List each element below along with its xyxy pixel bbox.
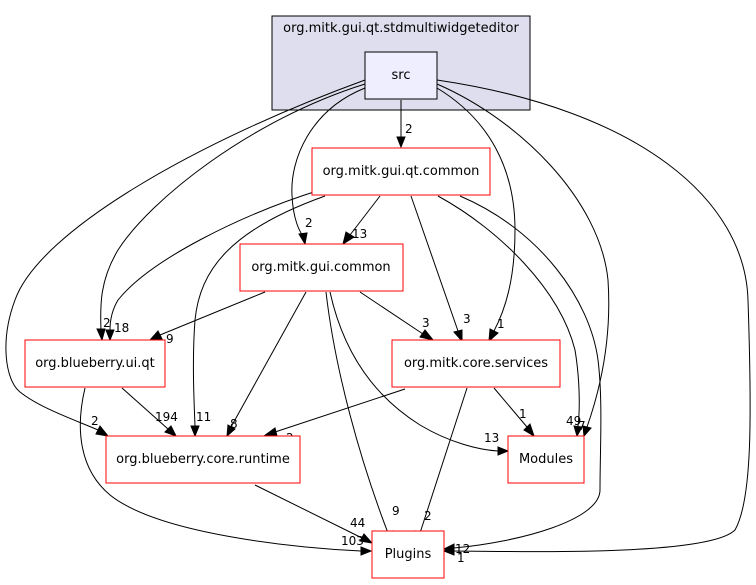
node-label: org.mitk.gui.qt.common bbox=[323, 164, 480, 179]
edge-core-services-to-blueberry-core-runtime bbox=[274, 388, 406, 433]
edge-gui-common-to-blueberry-core-runtime bbox=[230, 291, 307, 428]
edge-gui-qt-common-to-core-services bbox=[410, 195, 459, 332]
edge-gui-common-to-blueberry-ui-qt bbox=[159, 291, 266, 336]
edge-label: 18 bbox=[114, 321, 129, 335]
edge-src-to-gui-common bbox=[291, 87, 366, 237]
arrowhead bbox=[573, 425, 583, 438]
arrowhead bbox=[360, 546, 373, 556]
edge-label: 1 bbox=[519, 407, 527, 421]
edge-src-to-core-services bbox=[436, 87, 516, 332]
edge-label: 12 bbox=[455, 542, 470, 556]
arrowhead bbox=[95, 425, 110, 437]
node-label: org.blueberry.core.runtime bbox=[116, 452, 290, 467]
edge-label: 9 bbox=[392, 504, 400, 518]
edge-blueberry-ui-qt-to-plugins bbox=[79, 387, 362, 552]
edge-gui-common-to-core-services bbox=[359, 291, 424, 335]
edge-gui-qt-common-to-gui-common bbox=[349, 195, 381, 236]
arrowhead bbox=[359, 533, 374, 544]
node-label: Plugins bbox=[385, 547, 432, 562]
edge-label: 49 bbox=[566, 414, 581, 428]
edge-label: 1 bbox=[457, 551, 465, 565]
edge-label: 194 bbox=[155, 410, 178, 424]
node-label: org.blueberry.ui.qt bbox=[35, 356, 155, 371]
edge-gui-common-to-modules bbox=[329, 291, 499, 452]
node-label: src bbox=[392, 68, 411, 83]
edge-gui-common-to-plugins bbox=[325, 291, 389, 534]
edge-label: 13 bbox=[352, 227, 367, 241]
edge-blueberry-core-runtime-to-plugins bbox=[254, 484, 363, 539]
edge-src-to-plugins bbox=[436, 79, 751, 553]
edge-label: 3 bbox=[422, 316, 430, 330]
node-org-mitk-gui-qt-common[interactable]: org.mitk.gui.qt.common bbox=[311, 147, 491, 196]
arrowhead bbox=[523, 423, 535, 438]
node-modules[interactable]: Modules bbox=[507, 435, 585, 484]
arrowhead bbox=[148, 330, 163, 341]
arrowhead bbox=[442, 546, 455, 556]
edge-label: 2 bbox=[91, 414, 99, 428]
arrowhead bbox=[497, 446, 510, 456]
edge-label: 44 bbox=[350, 516, 365, 530]
edges: 2 2 13 2 18 9 3 3 1 bbox=[5, 79, 751, 565]
edge-gui-qt-common-to-plugins bbox=[453, 195, 602, 549]
edge-src-to-blueberry-ui-qt bbox=[100, 83, 366, 331]
node-org-blueberry-ui-qt[interactable]: org.blueberry.ui.qt bbox=[24, 339, 166, 388]
arrowhead bbox=[96, 328, 106, 342]
edge-label: 9 bbox=[166, 332, 174, 346]
edge-label: 13 bbox=[484, 431, 499, 445]
edge-label: 2 bbox=[305, 216, 313, 230]
node-org-mitk-core-services[interactable]: org.mitk.core.services bbox=[391, 339, 561, 388]
node-plugins[interactable]: Plugins bbox=[371, 530, 445, 579]
arrowhead bbox=[190, 425, 200, 438]
edge-blueberry-ui-qt-to-blueberry-core-runtime bbox=[121, 387, 169, 430]
arrowhead bbox=[582, 425, 592, 438]
edge-core-services-to-plugins bbox=[419, 387, 468, 534]
edge-gui-qt-common-to-blueberry-ui-qt bbox=[109, 189, 321, 331]
edge-label: 8 bbox=[230, 417, 238, 431]
arrowhead bbox=[226, 424, 236, 438]
arrowhead bbox=[105, 329, 115, 342]
edge-label: 2 bbox=[405, 122, 413, 136]
edge-label: 2 bbox=[424, 509, 432, 523]
node-label: org.mitk.gui.common bbox=[251, 260, 390, 275]
edge-label: 7 bbox=[578, 419, 586, 433]
arrowhead bbox=[488, 328, 499, 343]
edge-gui-qt-common-to-modules bbox=[437, 195, 580, 427]
node-org-blueberry-core-runtime[interactable]: org.blueberry.core.runtime bbox=[105, 435, 301, 484]
node-label: org.mitk.core.services bbox=[404, 356, 548, 371]
arrowhead bbox=[396, 136, 406, 149]
edge-label: 3 bbox=[463, 312, 471, 326]
nodes: src org.mitk.gui.qt.common org.mitk.gui.… bbox=[24, 51, 585, 579]
arrowhead bbox=[453, 329, 463, 343]
edge-gui-qt-common-to-blueberry-core-runtime bbox=[192, 195, 326, 427]
edge-label: 103 bbox=[341, 534, 364, 548]
edge-src-to-blueberry-core-runtime bbox=[5, 79, 366, 431]
edge-label: 11 bbox=[196, 410, 211, 424]
arrowhead bbox=[262, 427, 278, 437]
arrowhead bbox=[164, 425, 178, 437]
cluster-label: org.mitk.gui.qt.stdmultiwidgeteditor bbox=[283, 21, 519, 36]
arrowhead bbox=[342, 231, 355, 246]
node-src[interactable]: src bbox=[364, 51, 438, 100]
node-label: Modules bbox=[519, 452, 573, 467]
edge-core-services-to-modules bbox=[493, 387, 528, 428]
arrowhead bbox=[419, 329, 435, 341]
node-org-mitk-gui-common[interactable]: org.mitk.gui.common bbox=[239, 243, 404, 292]
edge-label: 2 bbox=[103, 316, 111, 330]
edge-label: 1 bbox=[497, 317, 505, 331]
arrowhead bbox=[298, 232, 308, 246]
